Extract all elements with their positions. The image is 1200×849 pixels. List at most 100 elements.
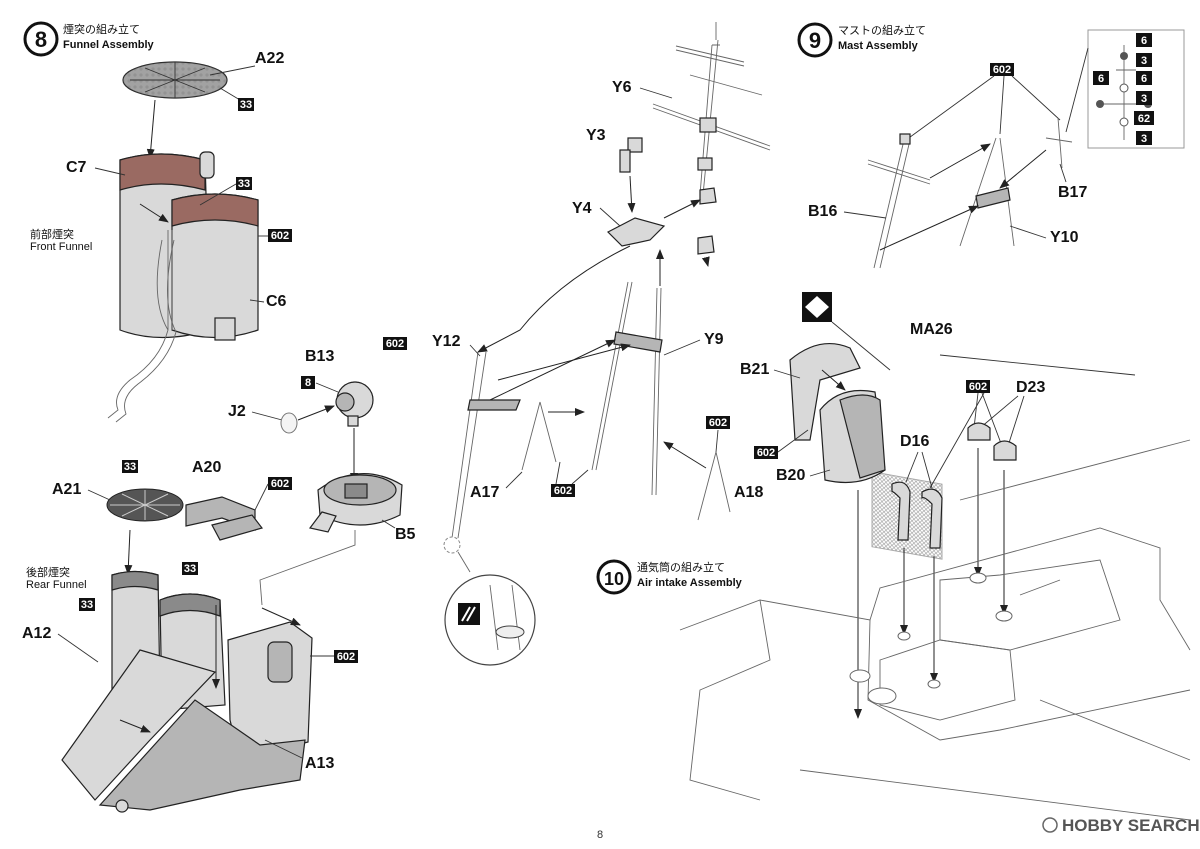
svg-text:602: 602	[271, 230, 289, 242]
svg-text:33: 33	[240, 99, 252, 111]
part-a17	[521, 401, 557, 471]
part-y10-tripod	[959, 137, 1015, 247]
step-8-title-en: Funnel Assembly	[63, 39, 155, 51]
label-c6: C6	[266, 293, 287, 310]
label-y4: Y4	[572, 200, 592, 217]
code-602-a13: 602	[334, 650, 358, 663]
svg-text:602: 602	[386, 338, 404, 350]
svg-text:33: 33	[124, 461, 136, 473]
code-62: 62	[1134, 111, 1154, 125]
step-10-badge	[596, 559, 632, 595]
label-y6: Y6	[612, 79, 632, 96]
front-funnel-label-en: Front Funnel	[30, 241, 92, 253]
step-8-title-jp: 煙突の組み立て	[63, 22, 140, 36]
svg-text:6: 6	[1141, 35, 1147, 47]
svg-text:602: 602	[993, 64, 1011, 76]
label-ma26: MA26	[910, 321, 953, 338]
label-b16: B16	[808, 203, 837, 220]
svg-text:602: 602	[757, 447, 775, 459]
color-detail-box	[1087, 29, 1185, 149]
label-a12: A12	[22, 625, 51, 642]
part-y3	[619, 137, 643, 173]
part-a18	[697, 451, 731, 521]
part-y4-platform	[606, 217, 666, 247]
label-b5: B5	[395, 526, 416, 543]
svg-text:3: 3	[1141, 93, 1147, 105]
part-a12-a13-base	[61, 649, 306, 813]
step-8-header: 8 煙突の組み立て Funnel Assembly	[23, 21, 155, 57]
svg-text:8: 8	[305, 377, 311, 389]
svg-text:602: 602	[271, 478, 289, 490]
code-6-b: 6	[1093, 71, 1109, 85]
code-6-a: 6	[1136, 33, 1152, 47]
label-y12: Y12	[432, 333, 461, 350]
label-y9: Y9	[704, 331, 724, 348]
svg-text:33: 33	[81, 599, 93, 611]
part-b16-mast	[867, 133, 931, 269]
part-d23-b	[993, 440, 1017, 461]
code-3-b: 3	[1136, 91, 1152, 105]
svg-text:3: 3	[1141, 55, 1147, 67]
code-6-c: 6	[1136, 71, 1152, 85]
svg-text:602: 602	[337, 651, 355, 663]
label-a21: A21	[52, 481, 81, 498]
step-10-title-en: Air intake Assembly	[637, 577, 743, 589]
svg-text:33: 33	[238, 178, 250, 190]
svg-text:62: 62	[1138, 113, 1150, 125]
svg-text:3: 3	[1141, 133, 1147, 145]
part-y6-mast-top	[652, 22, 771, 255]
label-b21: B21	[740, 361, 769, 378]
part-j2-lens	[280, 412, 298, 434]
step-8-number: 8	[35, 27, 47, 52]
svg-text:602: 602	[969, 381, 987, 393]
rear-funnel-body	[111, 570, 313, 761]
part-y9-tripod	[591, 281, 663, 496]
label-a13: A13	[305, 755, 334, 772]
hobby-search-logo: HOBBY SEARCH	[1042, 816, 1200, 835]
watermark-text: HOBBY SEARCH	[1062, 816, 1200, 835]
step-9-title-jp: マストの組み立て	[838, 23, 926, 37]
code-602-b20: 602	[754, 446, 778, 459]
part-b21-hood	[789, 342, 861, 441]
label-b17: B17	[1058, 184, 1087, 201]
part-b17	[1045, 117, 1073, 169]
part-a22-funnel-cap	[122, 61, 228, 99]
part-d23-a	[967, 422, 991, 441]
svg-text:6: 6	[1098, 73, 1104, 85]
label-b13: B13	[305, 348, 334, 365]
step-10-number: 10	[604, 569, 624, 589]
label-a17: A17	[470, 484, 499, 501]
step-10-title-jp: 通気筒の組み立て	[637, 560, 725, 574]
label-j2: J2	[228, 403, 246, 420]
code-33-a21: 33	[122, 460, 138, 473]
code-33-rear-right: 33	[182, 562, 198, 575]
photo-etch-icon	[802, 292, 832, 322]
label-y3: Y3	[586, 127, 606, 144]
svg-text:602: 602	[709, 417, 727, 429]
code-602-c6: 602	[268, 229, 292, 242]
step-9-number: 9	[809, 28, 821, 53]
glue-icon	[458, 603, 480, 625]
detail-circle	[444, 574, 536, 666]
part-b13-searchlight	[335, 381, 374, 427]
code-3-a: 3	[1136, 53, 1152, 67]
step-10-header: 10 通気筒の組み立て Air intake Assembly	[596, 559, 743, 595]
code-602-a17: 602	[551, 484, 575, 497]
part-d16-pipes	[891, 481, 943, 549]
svg-text:6: 6	[1141, 73, 1147, 85]
rear-funnel-label-en: Rear Funnel	[26, 579, 87, 591]
label-d23: D23	[1016, 379, 1045, 396]
label-y10: Y10	[1050, 229, 1079, 246]
label-c7: C7	[66, 159, 87, 176]
part-b20-intake	[819, 389, 886, 484]
svg-text:602: 602	[554, 485, 572, 497]
code-33-rear-left: 33	[79, 598, 95, 611]
part-b5-platform	[308, 473, 403, 533]
code-602-d23: 602	[966, 380, 990, 393]
label-a20: A20	[192, 459, 221, 476]
step-9-title-en: Mast Assembly	[838, 40, 919, 52]
label-b20: B20	[776, 467, 805, 484]
label-a18: A18	[734, 484, 763, 501]
